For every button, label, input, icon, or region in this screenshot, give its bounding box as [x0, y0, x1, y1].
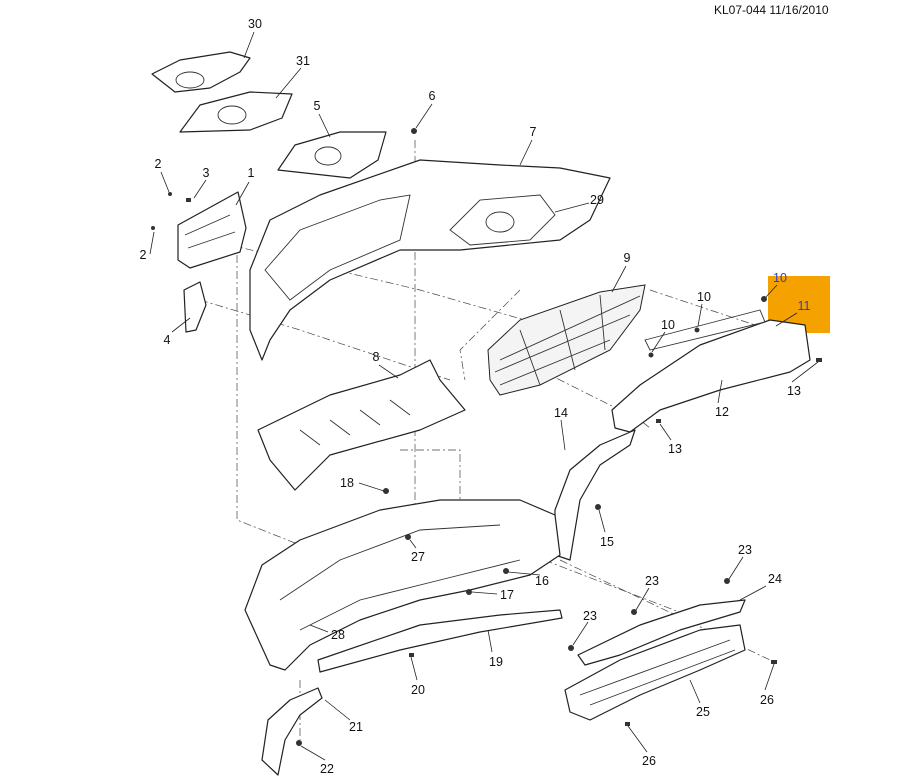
callout-26a: 26	[760, 693, 774, 707]
callout-29: 29	[590, 193, 604, 207]
callout-18: 18	[340, 476, 354, 490]
callout-23a: 23	[738, 543, 752, 557]
callout-10a: 10	[697, 290, 711, 304]
callout-8: 8	[373, 350, 380, 364]
callout-7: 7	[530, 125, 537, 139]
callout-15: 15	[600, 535, 614, 549]
part-25-absorber	[564, 624, 746, 721]
callout-21: 21	[349, 720, 363, 734]
callout-24: 24	[768, 572, 782, 586]
part-31-fog-lamp-bezel	[179, 91, 293, 133]
callout-9: 9	[624, 251, 631, 265]
part-1-bracket	[177, 191, 247, 269]
callout-23c: 23	[583, 609, 597, 623]
callout-13b: 13	[668, 442, 682, 456]
callout-10b: 10	[773, 271, 787, 285]
callout-25: 25	[696, 705, 710, 719]
part-21-strip	[261, 687, 323, 776]
callout-14: 14	[554, 406, 568, 420]
callout-31: 31	[296, 54, 310, 68]
callout-5: 5	[314, 99, 321, 113]
part-30-fog-lamp-bezel	[151, 51, 251, 93]
callout-16: 16	[535, 574, 549, 588]
callout-2a: 2	[155, 157, 162, 171]
callout-10c: 10	[661, 318, 675, 332]
callout-17: 17	[500, 588, 514, 602]
diagram-reference-date: KL07-044 11/16/2010	[714, 3, 829, 17]
part-8-deflector	[257, 359, 466, 491]
callout-26b: 26	[642, 754, 656, 768]
part-12-energy-absorber	[611, 309, 811, 433]
part-7-front-fascia-upper	[249, 159, 611, 361]
callout-30: 30	[248, 17, 262, 31]
callout-20: 20	[411, 683, 425, 697]
part-4-bracket	[183, 281, 207, 333]
part-14-wheel-flare	[554, 429, 636, 561]
part-9-grille	[487, 284, 646, 396]
callout-11: 11	[798, 299, 811, 313]
callout-2b: 2	[140, 248, 147, 262]
callout-1: 1	[248, 166, 255, 180]
callout-23b: 23	[645, 574, 659, 588]
part-front-fascia-lower	[244, 499, 561, 671]
callout-labels: 30 31 5 6 7 2 3 1 29 2 9 10 10 11 10 4 8…	[140, 17, 811, 776]
callout-4: 4	[164, 333, 171, 347]
part-24-strip	[577, 599, 746, 666]
fasteners	[151, 128, 822, 746]
callout-12: 12	[715, 405, 729, 419]
callout-6: 6	[429, 89, 436, 103]
callout-22: 22	[320, 762, 334, 776]
leader-lines	[149, 31, 819, 761]
callout-27: 27	[411, 550, 425, 564]
callout-13a: 13	[787, 384, 801, 398]
callout-19: 19	[489, 655, 503, 669]
part-19-strip	[317, 609, 563, 673]
part-5-fog-lamp-bezel	[277, 131, 387, 179]
callout-3: 3	[203, 166, 210, 180]
callout-28: 28	[331, 628, 345, 642]
